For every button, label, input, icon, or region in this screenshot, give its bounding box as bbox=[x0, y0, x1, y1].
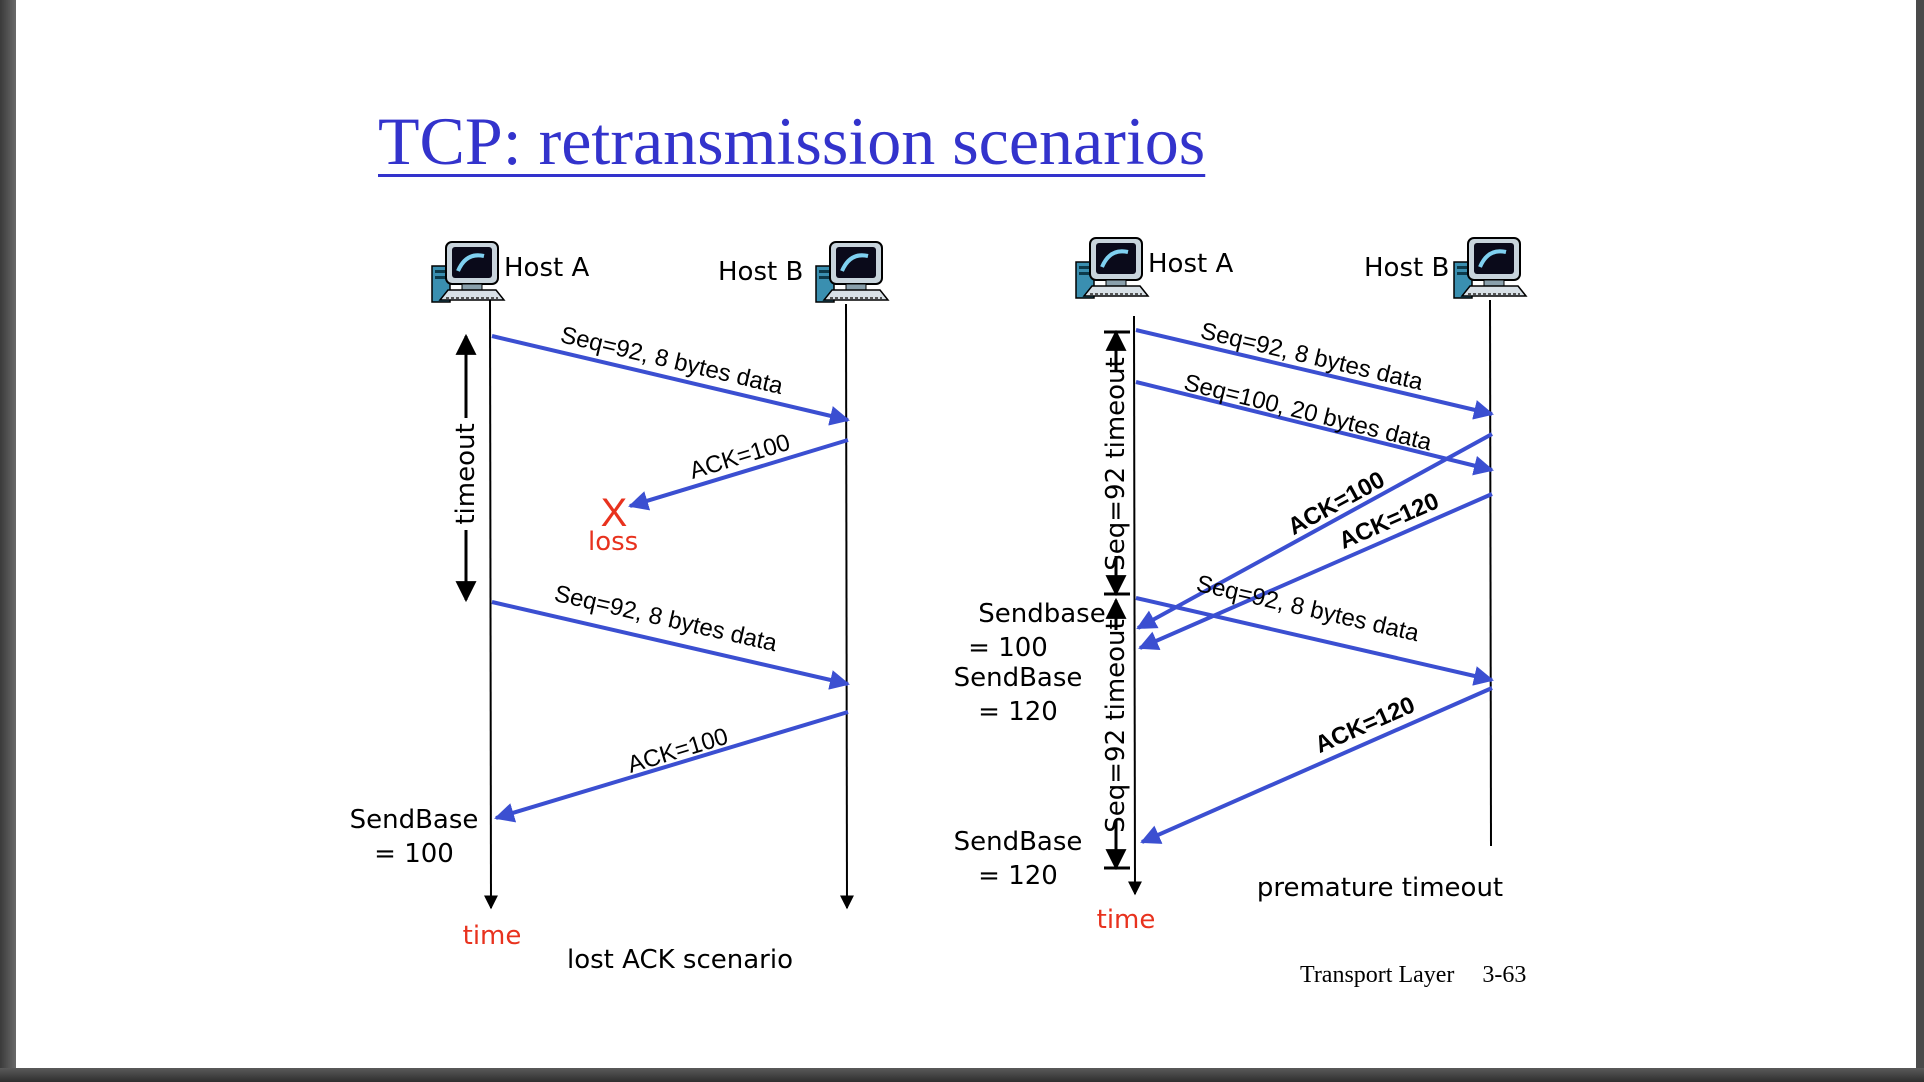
s2-host-a-timeline bbox=[1127, 315, 1142, 896]
footer-section-name: Transport Layer bbox=[1300, 962, 1455, 988]
s1-timeout-label: timeout bbox=[451, 423, 481, 524]
s1-ack100-label: ACK=100 bbox=[624, 723, 731, 779]
host-b-computer-icon-2 bbox=[1452, 236, 1528, 300]
s1-host-b-label: Host B bbox=[718, 257, 803, 287]
s2-host-b-label: Host B bbox=[1364, 253, 1449, 283]
s2-time-label: time bbox=[1097, 905, 1156, 935]
s1-ack100-arrow bbox=[494, 710, 849, 823]
s2-seq92-arrow bbox=[1135, 328, 1494, 420]
host-a-computer-icon bbox=[430, 240, 506, 304]
s2-sendbase1-label: Sendbase bbox=[978, 599, 1105, 629]
s2-timeout1-label: Seq=92 timeout bbox=[1101, 357, 1131, 570]
s2-timeout2-label: Seq=92 timeout bbox=[1101, 619, 1131, 832]
s1-seq92-arrow bbox=[491, 334, 850, 426]
s2-ack100-arrow bbox=[1136, 432, 1493, 630]
s2-sendbase3-value: = 120 bbox=[978, 861, 1058, 891]
s1-sendbase-label: SendBase bbox=[350, 805, 479, 835]
slide-footer: Transport Layer 3-63 bbox=[1300, 962, 1526, 989]
slide-page bbox=[16, 0, 1916, 1068]
s1-time-label: time bbox=[463, 921, 522, 951]
window-frame-left bbox=[0, 0, 16, 1082]
s1-caption: lost ACK scenario bbox=[567, 945, 793, 975]
s2-ack120-arrow bbox=[1138, 492, 1493, 650]
s1-sendbase-value: = 100 bbox=[374, 839, 454, 869]
host-b-computer-icon bbox=[814, 240, 890, 304]
s2-seq92-retransmit-arrow bbox=[1135, 596, 1494, 686]
s2-sendbase2-value: = 120 bbox=[978, 697, 1058, 727]
window-frame-bottom bbox=[0, 1068, 1924, 1082]
s1-ack100-lost-arrow bbox=[628, 438, 849, 511]
footer-page-number: 3-63 bbox=[1482, 962, 1527, 988]
s2-host-a-label: Host A bbox=[1148, 249, 1233, 279]
s2-seq100-arrow bbox=[1135, 380, 1494, 476]
s2-sendbase3-label: SendBase bbox=[954, 827, 1083, 857]
s2-host-b-timeline bbox=[1489, 299, 1492, 847]
s1-host-a-label: Host A bbox=[504, 253, 589, 283]
slide-title: TCP: retransmission scenarios bbox=[378, 103, 1206, 179]
s1-host-a-timeline bbox=[483, 299, 498, 910]
host-a-computer-icon-2 bbox=[1074, 236, 1150, 300]
s1-loss-label: loss bbox=[588, 527, 638, 557]
s2-ack120-final-arrow bbox=[1140, 686, 1493, 844]
s1-host-b-timeline bbox=[839, 303, 854, 910]
window-frame-right bbox=[1916, 0, 1924, 1082]
s2-sendbase1-value: = 100 bbox=[968, 633, 1048, 663]
s2-caption: premature timeout bbox=[1257, 873, 1503, 903]
s1-seq92-retransmit-label: Seq=92, 8 bytes data bbox=[552, 580, 780, 657]
s1-loss-x-mark: X bbox=[601, 491, 628, 535]
s1-seq92-retransmit-arrow bbox=[491, 600, 850, 690]
s2-sendbase2-label: SendBase bbox=[954, 663, 1083, 693]
s1-ack100-lost-label: ACK=100 bbox=[686, 429, 793, 485]
